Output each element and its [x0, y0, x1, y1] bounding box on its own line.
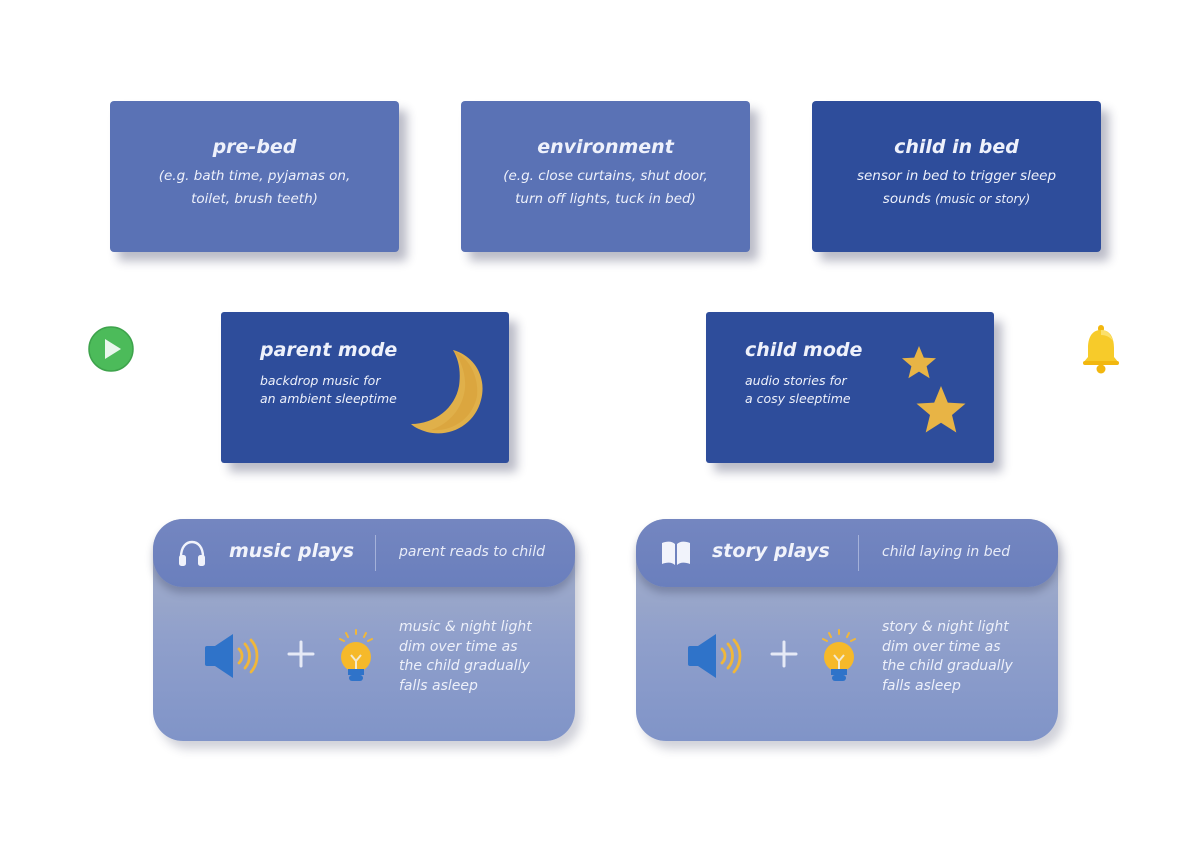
card-title: child in bed: [894, 136, 1019, 158]
body-line: the child gradually: [399, 658, 530, 674]
mode-title: parent mode: [260, 339, 398, 361]
panel-subtitle: parent reads to child: [399, 544, 545, 560]
bell-icon[interactable]: [1080, 324, 1122, 378]
child-mode-card: child mode audio stories for a cosy slee…: [706, 312, 994, 463]
moon-icon: [411, 350, 483, 434]
plus-icon: [287, 640, 315, 668]
music-pill: music plays parent reads to child: [153, 519, 575, 587]
card-environment: environment (e.g. close curtains, shut d…: [461, 101, 750, 252]
desc-line: turn off lights, tuck in bed): [515, 191, 696, 207]
story-panel: story plays child laying in bed story & …: [636, 519, 1058, 741]
speaker-icon: [205, 634, 259, 678]
desc-line: audio stories for: [745, 373, 847, 388]
book-icon: [662, 541, 690, 565]
panel-subtitle: child laying in bed: [882, 544, 1011, 560]
card-pre-bed: pre-bed (e.g. bath time, pyjamas on, toi…: [110, 101, 399, 252]
desc-line: an ambient sleeptime: [260, 391, 397, 406]
parent-mode-card: parent mode backdrop music for an ambien…: [221, 312, 509, 463]
body-line: dim over time as: [882, 638, 1001, 655]
panel-title: music plays: [229, 540, 355, 562]
mode-description: backdrop music for an ambient sleeptime: [260, 372, 410, 408]
card-description: (e.g. close curtains, shut door, turn of…: [461, 165, 750, 211]
body-line: the child gradually: [882, 658, 1013, 674]
desc-line: sensor in bed to trigger sleep: [856, 168, 1057, 184]
divider: [858, 535, 859, 571]
desc-line: (e.g. bath time, pyjamas on,: [158, 168, 351, 184]
plus-icon: [770, 640, 798, 668]
body-line: music & night light: [399, 619, 532, 635]
speaker-icon: [688, 634, 742, 678]
lightbulb-icon: [822, 629, 856, 681]
card-description: sensor in bed to trigger sleep sounds (m…: [812, 165, 1101, 211]
story-pill: story plays child laying in bed: [636, 519, 1058, 587]
card-description: (e.g. bath time, pyjamas on, toilet, bru…: [110, 165, 399, 211]
card-child-in-bed: child in bed sensor in bed to trigger sl…: [812, 101, 1101, 252]
mode-title: child mode: [745, 339, 863, 361]
star-icon: [916, 386, 966, 433]
desc-line: backdrop music for: [260, 373, 381, 388]
card-title: pre-bed: [212, 136, 297, 158]
music-panel: music plays parent reads to child music …: [153, 519, 575, 741]
mode-description: audio stories for a cosy sleeptime: [745, 372, 895, 408]
desc-line: toilet, brush teeth): [191, 191, 318, 207]
play-icon[interactable]: [88, 326, 134, 376]
body-line: falls asleep: [399, 677, 478, 694]
panel-body: music & night light dim over time as the…: [399, 618, 549, 696]
divider: [375, 535, 376, 571]
body-line: dim over time as: [399, 638, 518, 655]
lightbulb-icon: [339, 629, 373, 681]
desc-line: sounds: [882, 191, 931, 207]
body-line: story & night light: [882, 619, 1009, 635]
desc-note: (music or story): [935, 192, 1031, 206]
card-title: environment: [537, 136, 674, 158]
headphones-icon: [179, 540, 205, 566]
panel-body: story & night light dim over time as the…: [882, 618, 1032, 696]
star-icon: [902, 346, 936, 379]
panel-title: story plays: [712, 540, 830, 562]
desc-line: a cosy sleeptime: [745, 391, 851, 406]
body-line: falls asleep: [882, 677, 961, 694]
desc-line: (e.g. close curtains, shut door,: [503, 168, 708, 184]
